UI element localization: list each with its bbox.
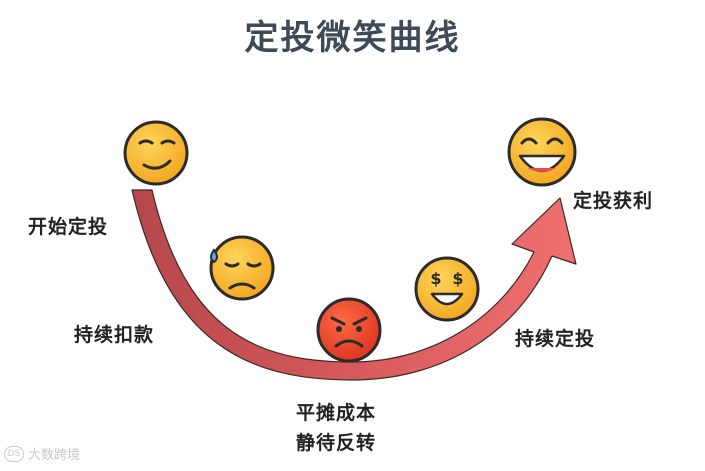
- stage-bottom-line2: 静待反转: [296, 432, 377, 454]
- stage-bottom-line1: 平摊成本: [296, 402, 377, 424]
- sweat-face-icon: [209, 235, 275, 301]
- svg-text:$: $: [452, 269, 463, 288]
- stage-keep-invest-label: 持续定投: [515, 328, 596, 350]
- watermark: DS 大数跨境: [4, 444, 80, 463]
- watermark-text: 大数跨境: [28, 448, 81, 463]
- smirk-face-icon: [123, 120, 189, 186]
- angry-face-icon: [316, 297, 382, 363]
- svg-text:$: $: [430, 269, 441, 288]
- stage-keep-deduct-label: 持续扣款: [74, 324, 155, 346]
- stage-bottom-label: 平摊成本 静待反转: [296, 398, 376, 458]
- stage-profit-label: 定投获利: [573, 190, 654, 212]
- smile-curve-arrow: [131, 189, 577, 381]
- watermark-logo-icon: DS: [4, 445, 24, 462]
- diagram-title: 定投微笑曲线: [244, 18, 461, 58]
- grin-face-icon: [507, 117, 577, 187]
- money-eyes-face-icon: $ $: [414, 256, 480, 322]
- stage-start-label: 开始定投: [28, 216, 109, 238]
